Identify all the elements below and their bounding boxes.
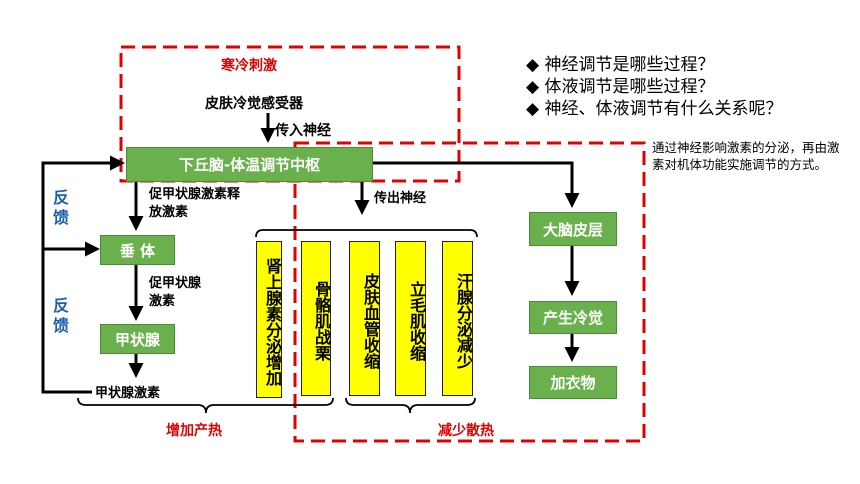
question-item: ◆ 体液调节是哪些过程？ xyxy=(526,77,715,97)
trh-label: 促甲状腺激素释放激素 xyxy=(149,187,241,220)
afferent-label: 传入神经 xyxy=(275,123,331,139)
brace-increase xyxy=(77,397,334,414)
questions-list: ◆ 神经调节是哪些过程？ ◆ 体液调节是哪些过程？ ◆ 神经、体液调节有什么关系… xyxy=(526,54,782,120)
receptor-label: 皮肤冷觉感受器 xyxy=(205,96,303,112)
reduce-heat-label: 减少散热 xyxy=(438,423,494,439)
question-item: ◆ 神经调节是哪些过程？ xyxy=(526,55,715,75)
effector-vasoconstriction: 皮肤血管收缩 xyxy=(349,241,380,396)
stimulus-label: 寒冷刺激 xyxy=(221,58,277,74)
effector-sweat: 汗腺分泌减少 xyxy=(442,241,473,396)
thyroid-box: 甲状腺 xyxy=(100,324,175,354)
brace-reduce xyxy=(345,397,476,414)
feedback-label-2: 反馈 xyxy=(53,296,70,335)
thyroxine-label: 甲状腺激素 xyxy=(95,386,161,401)
feedback-label-1: 反馈 xyxy=(53,188,70,227)
add-clothes-box: 加衣物 xyxy=(529,366,617,399)
effector-piloerection: 立毛肌收缩 xyxy=(395,241,426,396)
effector-shivering: 骨骼肌战栗 xyxy=(301,241,331,396)
efferent-label: 传出神经 xyxy=(374,191,427,206)
cold-feeling-box: 产生冷觉 xyxy=(529,301,617,334)
pituitary-box: 垂 体 xyxy=(100,235,175,265)
question-item: ◆ 神经、体液调节有什么关系呢？ xyxy=(526,99,783,119)
heat-loss-dashed-box xyxy=(293,141,646,443)
diamond-bullet-icon: ◆ xyxy=(526,55,540,75)
effector-bracket xyxy=(255,229,478,238)
arrow-center-cortex xyxy=(372,161,580,208)
diamond-bullet-icon: ◆ xyxy=(526,77,540,97)
increase-heat-label: 增加产热 xyxy=(166,423,222,439)
diamond-bullet-icon: ◆ xyxy=(526,99,540,119)
arrow-feedback-center xyxy=(41,155,125,394)
explanation-note: 通过神经影响激素的分泌，再由激素对机体功能实施调节的方式。 xyxy=(652,140,840,172)
hypothalamus-box: 下丘脑-体温调节中枢 xyxy=(126,147,373,182)
cortex-box: 大脑皮层 xyxy=(529,212,617,246)
effector-adrenaline: 肾上腺素分泌增加 xyxy=(256,241,282,398)
tsh-label: 促甲状腺激素 xyxy=(149,276,202,309)
